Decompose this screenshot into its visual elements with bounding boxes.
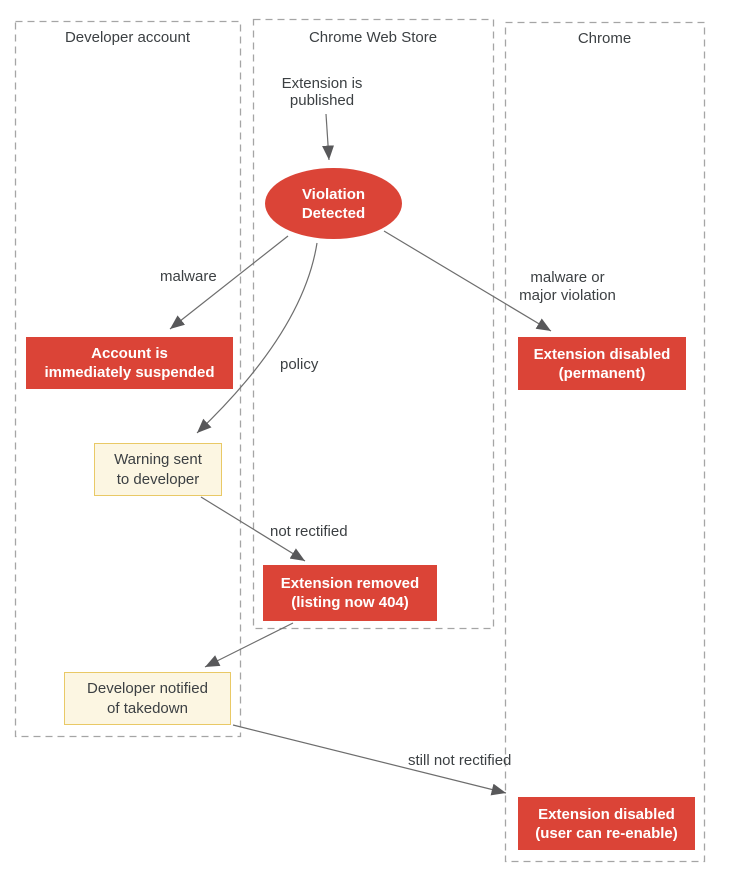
lane-chrome-web-store-border bbox=[252, 18, 495, 630]
edge-label-malware-or-major-violation: malware or major violation bbox=[519, 269, 616, 304]
node-developer-notified: Developer notified of takedown bbox=[64, 672, 231, 725]
edge-label-malware: malware bbox=[160, 268, 217, 285]
node-warning-sent: Warning sent to developer bbox=[94, 443, 222, 496]
arrow-violation-to-suspended bbox=[169, 235, 289, 330]
lane-title-chrome: Chrome bbox=[577, 30, 632, 47]
edge-label-policy: policy bbox=[280, 356, 319, 373]
node-extension-removed: Extension removed (listing now 404) bbox=[263, 565, 437, 621]
node-violation-detected: Violation Detected bbox=[265, 168, 402, 239]
edge-label-not-rectified: not rectified bbox=[270, 523, 348, 540]
lane-title-developer-account: Developer account bbox=[64, 29, 191, 46]
lane-title-chrome-web-store: Chrome Web Store bbox=[308, 29, 438, 46]
arrow-violation-to-warning bbox=[196, 242, 318, 434]
node-extension-published: Extension is published bbox=[281, 75, 363, 109]
node-extension-disabled-permanent: Extension disabled (permanent) bbox=[518, 337, 686, 390]
arrow-notified-to-disabled-reenable bbox=[232, 724, 507, 796]
lane-chrome-border bbox=[504, 21, 706, 863]
arrow-violation-to-disabled-permanent bbox=[383, 230, 552, 332]
lane-developer-account-border bbox=[14, 20, 242, 738]
edge-label-still-not-rectified: still not rectified bbox=[408, 752, 512, 769]
node-account-suspended: Account is immediately suspended bbox=[26, 337, 233, 389]
node-extension-disabled-reenable: Extension disabled (user can re-enable) bbox=[518, 797, 695, 850]
arrow-removed-to-notified bbox=[204, 622, 294, 668]
arrow-warning-to-removed bbox=[200, 496, 306, 562]
arrow-published-to-violation bbox=[322, 113, 335, 161]
